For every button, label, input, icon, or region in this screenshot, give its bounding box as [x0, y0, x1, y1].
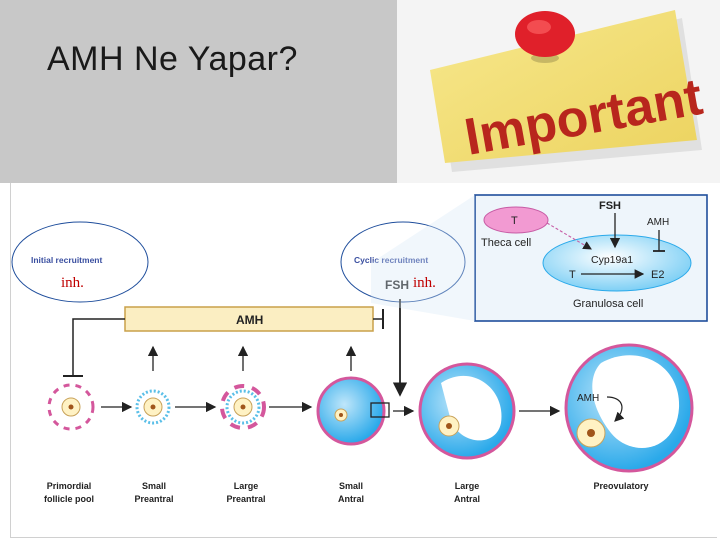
stage-label-2-line2: Preantral [134, 494, 173, 504]
title-band [0, 0, 397, 183]
primordial-follicle-pool [47, 383, 95, 431]
slide-title: AMH Ne Yapar? [47, 40, 298, 78]
large-preantral-follicle [220, 384, 266, 430]
amh-diagram: Initial recruitment Cyclic recruitment A… [10, 183, 717, 538]
stage-label-3-line2: Preantral [226, 494, 265, 504]
fsh-target-box [370, 402, 390, 418]
amh-bar-label: AMH [236, 313, 263, 327]
theca-cell-label: Theca cell [481, 237, 531, 249]
inset-t-gran: T [569, 269, 576, 281]
inh-label-right: inh. [413, 275, 436, 291]
cyclic-recruitment-circle [340, 221, 466, 303]
large-antral-follicle [418, 362, 516, 460]
inh-label-left: inh. [61, 275, 84, 291]
preovulatory-amh-label: AMH [577, 393, 599, 404]
stage-label-5-line1: Large [455, 481, 480, 491]
stage-label-3-line1: Large [234, 481, 259, 491]
important-note-image: Important [397, 0, 720, 183]
stage-label-2-line1: Small [142, 481, 166, 491]
small-antral-follicle [316, 376, 386, 446]
stage-label-6-line1: Preovulatory [593, 481, 648, 491]
stage-label-1-line2: follicle pool [44, 494, 94, 504]
granulosa-cell-shape [542, 234, 692, 292]
theca-cell-shape [483, 206, 549, 234]
inset-t-theca: T [511, 215, 518, 227]
important-note-graphic: Important [430, 10, 707, 172]
initial-recruitment-label: Initial recruitment [31, 255, 102, 265]
stage-label-4-line1: Small [339, 481, 363, 491]
cyclic-recruitment-label: Cyclic recruitment [354, 255, 428, 265]
push-pin-icon [515, 11, 575, 63]
sticky-note [430, 10, 697, 163]
amh-inhibit-line-left [72, 318, 125, 376]
stage-label-1-line1: Primordial [47, 481, 92, 491]
small-preantral-follicle [135, 389, 171, 425]
inset-fsh: FSH [599, 200, 621, 212]
initial-recruitment-circle [11, 221, 149, 303]
follicle-diagram-svg: Initial recruitment Cyclic recruitment A… [11, 194, 708, 504]
inset-t-diffusion-arrow [546, 222, 592, 250]
stage-label-4-line2: Antral [338, 494, 364, 504]
inset-amh: AMH [647, 217, 669, 228]
inset-cyp: Cyp19a1 [591, 254, 633, 266]
preovulatory-follicle [564, 343, 694, 473]
stage-label-5-line2: Antral [454, 494, 480, 504]
inset-e2: E2 [651, 269, 664, 281]
fsh-label: FSH [385, 278, 409, 292]
granulosa-cell-label: Granulosa cell [573, 298, 643, 310]
inset-callout [371, 195, 475, 321]
amh-inhibition-bar [124, 306, 374, 332]
